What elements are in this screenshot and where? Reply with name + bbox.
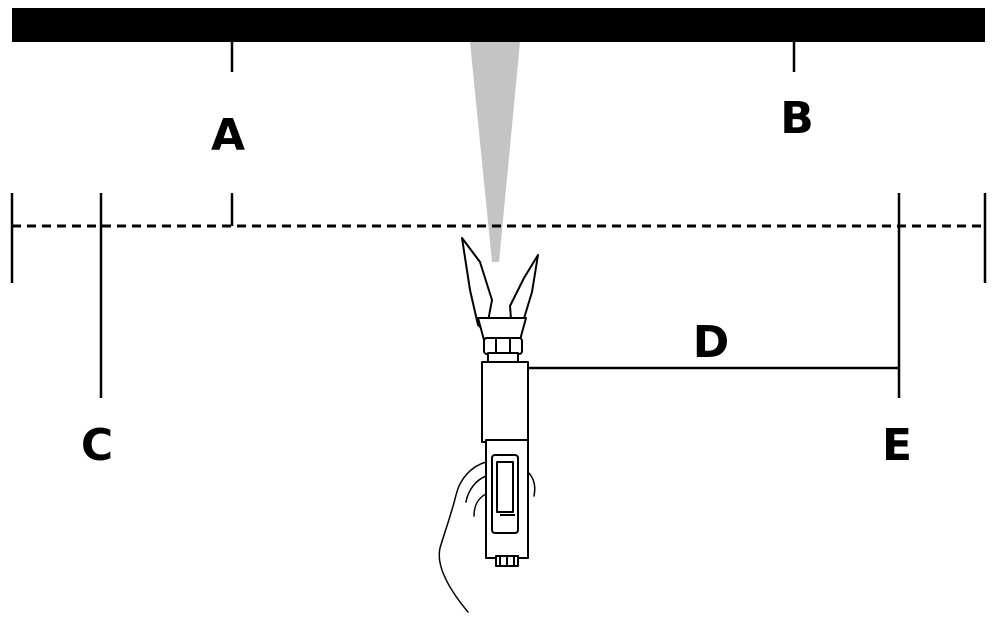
hand-icon [438, 461, 536, 613]
spray-gun-icon [461, 237, 539, 567]
label-b: B [780, 93, 814, 144]
label-c: C [81, 420, 113, 471]
spray-cone [470, 42, 520, 262]
label-a: A [211, 110, 245, 161]
surface-bar [12, 8, 985, 42]
label-e: E [882, 420, 912, 471]
label-d: D [693, 317, 730, 368]
